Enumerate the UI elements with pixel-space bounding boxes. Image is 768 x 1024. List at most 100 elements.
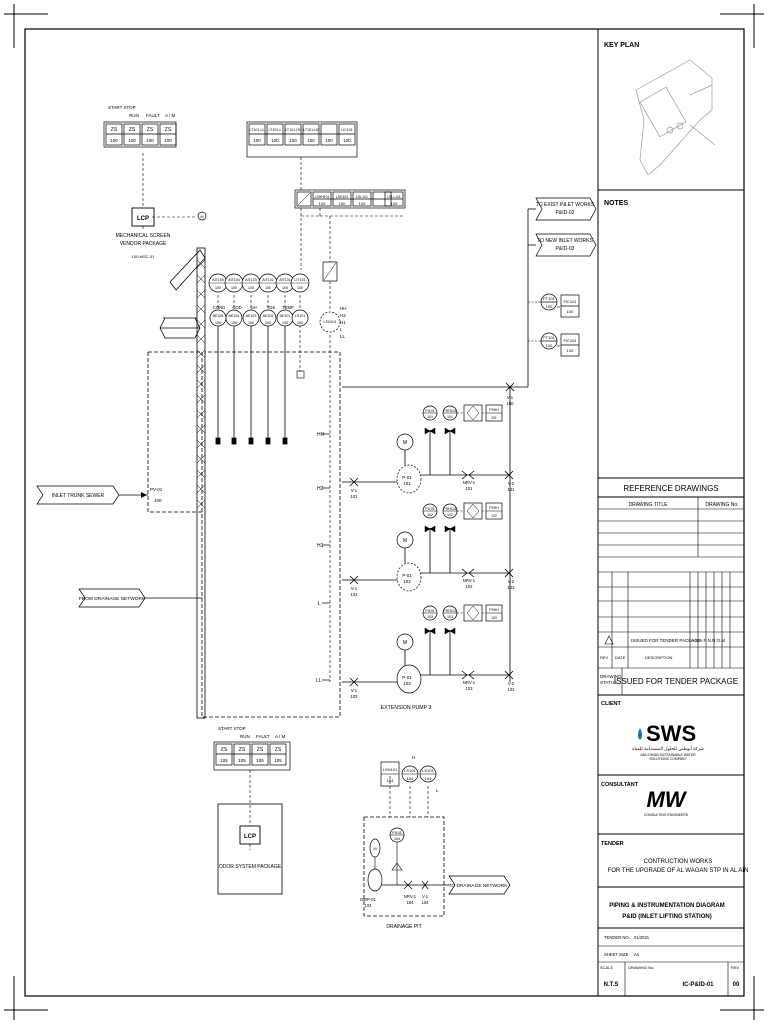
extension-pump-label: EXTENSION PUMP 3: [381, 705, 432, 711]
ae-num-4: 100: [265, 321, 271, 325]
offpage-exist-inlet: TO EXIST INLET WORKS P&ID-02: [535, 197, 597, 221]
pump-casing-icon: [396, 562, 422, 592]
analyzer-instruments: [208, 273, 341, 333]
nrv-icon: [461, 470, 475, 480]
nrv-num: 102: [466, 584, 474, 589]
tag-lt101-h1: LT101-H1: [285, 128, 301, 132]
revision-note: ISSUED FOR TENDER PACKAGE: [631, 638, 701, 643]
tag-num-5: 100: [325, 138, 333, 143]
inlet-arrow-icon: [141, 492, 147, 498]
lsh101: LSH101: [324, 320, 337, 324]
ft101-a-num: 100: [546, 304, 553, 309]
notes-title: NOTES: [604, 200, 628, 207]
ae-label-temp: TEMP: [282, 305, 294, 310]
discharge-valve-label: V-2: [508, 681, 515, 686]
lcp2-header-fault: FAULT: [256, 734, 270, 739]
fic101-a: FIC101: [563, 299, 577, 304]
ae-num-3: 100: [248, 321, 254, 325]
lcp1-header-fault: FAULT: [146, 113, 160, 118]
client-logo: SWS: [646, 721, 696, 746]
to-drainage-label: TO DRAINAGE NETWORK: [449, 883, 509, 889]
lcp1-num-1: 100: [110, 138, 118, 143]
ait-num-3: 100: [248, 286, 254, 290]
ae-num-1: 100: [215, 321, 221, 325]
tag-lsll101: LSLL101: [387, 195, 401, 199]
dwp-pump-icon: [367, 868, 383, 892]
suction-valve-icon: [349, 575, 359, 585]
nrv-label: NRV-1: [463, 578, 476, 583]
client-english-name-1: ABU DHABI SUSTAINABLE WATER: [640, 753, 696, 757]
pump-label: P-01: [402, 573, 412, 578]
signal-lines: [142, 153, 560, 850]
pshh-tag: PSHH: [489, 608, 499, 612]
tender-line-1: CONTRUCTION WORKS: [644, 859, 713, 865]
revision-desc-label: DESCRIPTION: [645, 655, 672, 660]
nrv-label: NRV-1: [463, 480, 476, 485]
tag-lsl101: LSL101: [356, 195, 368, 199]
suction-valve-icon: [349, 677, 359, 687]
nrv-num: 103: [466, 686, 474, 691]
scale-label: SCALE: [600, 965, 613, 970]
notes-panel: NOTES: [598, 200, 744, 479]
drawing-status-block: DRAWING STATUS ISSUED FOR TENDER PACKAGE: [598, 668, 744, 696]
drain-valve-num: 104: [422, 900, 430, 905]
drawing-title-line-1: PIPING & INSTRUMENTATION DIAGRAM: [609, 903, 724, 909]
lcp2-header-am: A / M: [275, 734, 286, 739]
gauge-valve-icon: [424, 427, 456, 435]
pump-num: 103: [403, 681, 411, 686]
pump-num: 101: [403, 481, 411, 486]
to-new-inlet-1: TO NEW INLET WORKS: [537, 238, 593, 244]
pump-motor-m: M: [403, 538, 407, 544]
level-l-top: L: [340, 327, 343, 332]
discharge-valve-label: V-2: [508, 481, 515, 486]
suction-valve-num: 103: [351, 694, 359, 699]
dwp-motor-m: M: [373, 846, 376, 851]
nrv-icon: [461, 670, 475, 680]
tag-lt101-ll: LT101-LL: [249, 128, 264, 132]
analyzer-probes: [215, 325, 288, 445]
pshh-tag: PSHH: [489, 408, 499, 412]
lcp1-num-3: 100: [146, 138, 154, 143]
ait104: AIT104: [228, 278, 240, 282]
drainage-instruments: LSH101 104 LS101 104 LS101 104 H L M PI1…: [360, 755, 511, 930]
tag-num-2: 100: [271, 138, 279, 143]
client-label: CLIENT: [601, 701, 622, 707]
fic101-b-num: 100: [567, 348, 574, 353]
drawing-number-label: DRAWING No.: [628, 965, 655, 970]
drawing-title-line-2: P&ID (INLET LIFTING STATION): [622, 914, 711, 920]
ae103: AE103: [246, 314, 257, 318]
pump-motor-m: M: [403, 440, 407, 446]
client-arabic-name: شركة أبوظبي للحلول المستدامة للمياه: [632, 744, 704, 752]
tender-line-2: FOR THE UPGRADE OF AL WAGAN STP IN AL AI…: [608, 868, 749, 874]
drain-tag-ls-1-num: 104: [407, 776, 414, 781]
tender-no-label: TENDER NO.: [604, 935, 630, 940]
consultant-block: CONSULTANT MW CONSULTING ENGINEERS: [598, 782, 744, 835]
client-english-name-2: SOLUTIONS COMPANY: [649, 757, 687, 761]
lcp1-label: LCP: [137, 216, 149, 222]
level-hh: HH: [317, 432, 325, 438]
discharge-valve-label: V-2: [508, 579, 515, 584]
psh-tag: PSH101: [443, 409, 456, 413]
consultant-subtitle: CONSULTING ENGINEERS: [644, 813, 689, 817]
lcp2-label: LCP: [244, 834, 256, 840]
pump-casing-icon: [396, 664, 422, 694]
ft101-b-num: 100: [546, 343, 553, 348]
lcp2-header-start: START STOP: [218, 726, 246, 731]
pump-label: P-01: [402, 675, 412, 680]
drain-tag-lsh-num: 104: [387, 778, 394, 783]
lcp2-num-2: 105: [238, 758, 246, 763]
lit-num: 100: [297, 286, 303, 290]
lcp1-zs-4: ZS: [165, 127, 172, 133]
mech-screen-line-2: VENDOR PACKAGE: [120, 241, 167, 247]
pshh-num: 102: [491, 514, 497, 518]
suction-valve-icon: [349, 477, 359, 487]
sheet-size-value: A1: [634, 952, 640, 957]
ft101-b: FT101: [543, 335, 555, 340]
status-label-1: DRAWING: [600, 674, 622, 679]
discharge-valve-num: 102: [508, 585, 516, 590]
ait-num-4: 100: [265, 286, 271, 290]
drain-tag-ls-2-num: 104: [425, 776, 432, 781]
tag-ls-num-2: 100: [339, 201, 346, 206]
to-exist-inlet-2: P&ID-02: [556, 210, 575, 216]
